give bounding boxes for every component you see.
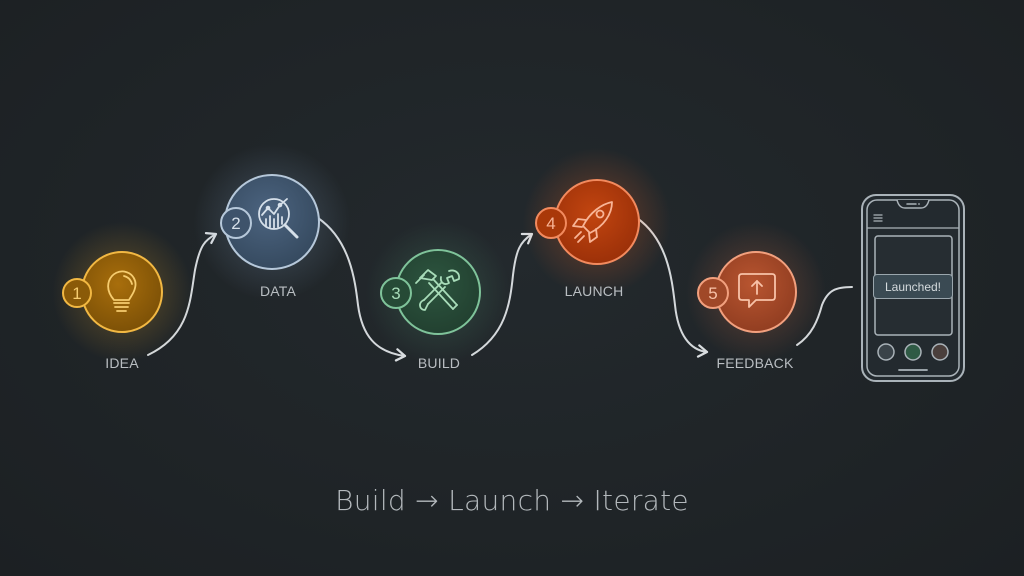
step-number: 3 [391, 284, 400, 303]
step-launch: 4 [523, 148, 671, 296]
step-number: 4 [546, 214, 555, 233]
step-label-feedback: FEEDBACK [716, 355, 794, 371]
step-number: 1 [72, 284, 81, 303]
step-build: 3 [366, 220, 510, 364]
step-feedback: 5 [686, 222, 826, 362]
launched-toast: Launched! [873, 274, 953, 299]
phone-button-3 [931, 343, 949, 361]
hamburger-menu-icon [873, 214, 883, 222]
step-idea: 1 [52, 222, 192, 362]
hammer-wrench-icon [415, 269, 461, 311]
step-data: 2 [194, 144, 350, 300]
caption: Build → Launch → Iterate [335, 484, 689, 517]
step-number: 5 [708, 284, 717, 303]
chart-magnifier-icon [258, 198, 299, 239]
phone-button-2 [904, 343, 922, 361]
chat-upload-icon [738, 273, 776, 308]
lightbulb-icon [107, 270, 137, 312]
step-label-data: DATA [259, 283, 297, 299]
step-label-launch: LAUNCH [564, 283, 624, 299]
step-number: 2 [231, 214, 240, 233]
phone-button-1 [877, 343, 895, 361]
rocket-icon [572, 201, 613, 243]
step-label-idea: IDEA [105, 355, 139, 371]
step-label-build: BUILD [417, 355, 461, 371]
